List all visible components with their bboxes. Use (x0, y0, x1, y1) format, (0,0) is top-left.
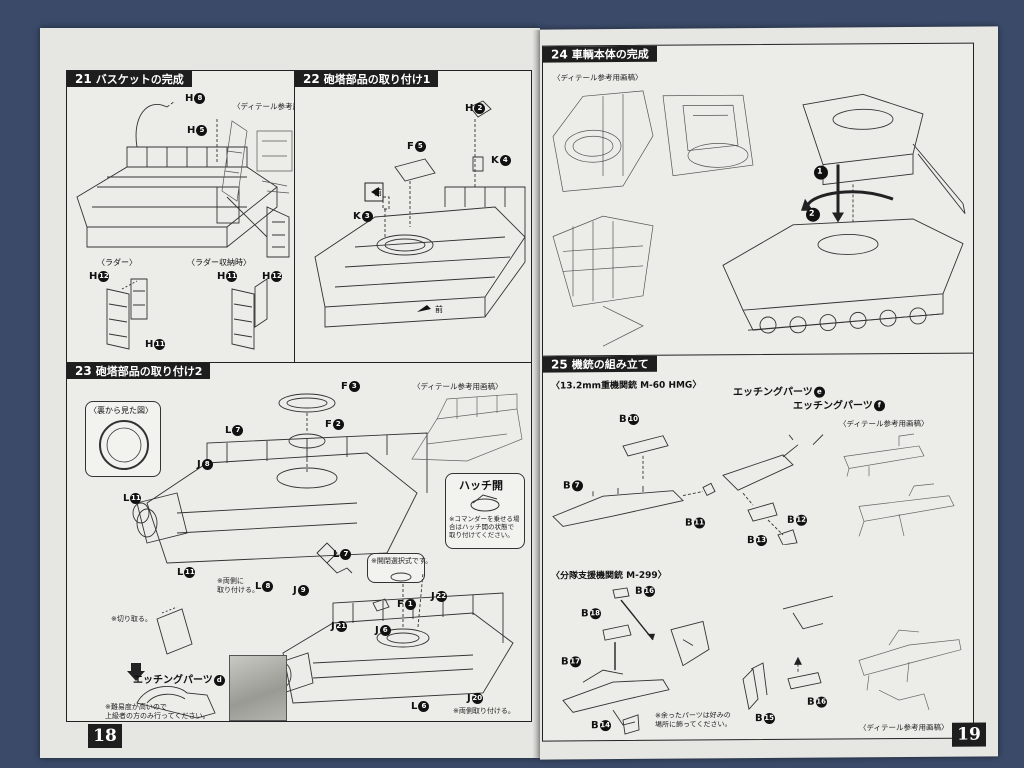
both-side-attach-note: ※両側取り付ける。 (453, 707, 515, 715)
difficulty-note: ※難易度が高いので 上級者の方のみ行ってください。 (105, 703, 210, 720)
etching-photo (229, 655, 287, 721)
m299-assembly-drawing (562, 587, 833, 735)
basket-detail-sketch (221, 120, 293, 202)
front-arrow-label: 前 (435, 305, 443, 314)
basket-assembly-drawing (76, 100, 290, 258)
ladder-stowed-title: 〈ラダー収納時〉 (187, 258, 251, 267)
m299-detail-sketch (858, 629, 962, 710)
step-24-arrow-2: 2 (809, 208, 815, 218)
turret-parts-drawing-3 (274, 572, 514, 704)
back-view-caption: 〈裏から見た図〉 (89, 406, 153, 415)
hatch-open-title: ハッチ開 (459, 479, 503, 492)
hatch-closed-note: ※開閉選択式です。 (371, 557, 433, 565)
hull-detail-sketches (552, 90, 754, 347)
leftover-parts-note: ※余ったパーツは好みの 場所に飾ってください。 (655, 711, 732, 729)
hull-assembly-drawing (722, 93, 966, 334)
both-sides-note: ※両側に 取り付ける。 (217, 577, 259, 594)
turret-detail-sketch (411, 393, 523, 462)
turret-parts-drawing-1 (314, 100, 526, 328)
step-24-arrow-1: 1 (817, 166, 823, 176)
back-view-box (85, 401, 161, 477)
hatch-closed-box (367, 553, 425, 583)
front-indicator: 前 (374, 188, 382, 197)
hmg-assembly-drawing (552, 434, 824, 546)
etching-part-drawing (136, 686, 216, 719)
back-view-ring (99, 420, 149, 470)
hmg-title: 〈13.2mm重機関銃 M-60 HMG〉 (551, 380, 702, 392)
cut-part-drawing (156, 606, 193, 655)
ladder-title: 〈ラダー〉 (97, 258, 137, 267)
step-23-detail-caption: 〈ディテール参考用画稿〉 (413, 382, 503, 391)
hmg-detail-sketch (843, 433, 955, 537)
m299-detail-caption: 〈ディテール参考用画稿〉 (859, 722, 949, 733)
left-page-number: 18 (88, 724, 122, 748)
down-arrow (127, 663, 145, 681)
right-page-number: 19 (952, 722, 986, 747)
ladder-drawings (106, 278, 268, 350)
hatch-open-note: ※コマンダーを乗せる場 合はハッチ開の状態で 取り付けてください。 (449, 515, 520, 540)
step-21-detail-caption: 〈ディテール参考用画稿〉 (233, 102, 295, 111)
cut-note: ※切り取る。 (111, 615, 152, 623)
hatch-open-icon (470, 494, 500, 512)
